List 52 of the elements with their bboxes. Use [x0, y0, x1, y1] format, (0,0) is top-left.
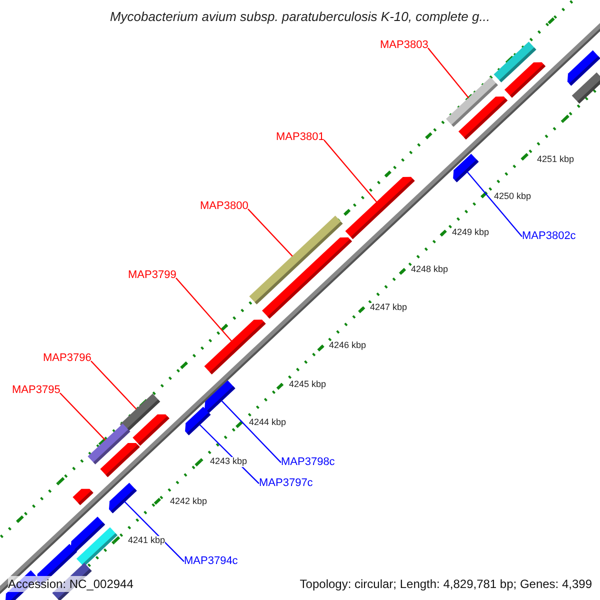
gene-label: MAP3795	[12, 384, 60, 396]
leader-line	[90, 360, 137, 410]
gene-block	[345, 176, 415, 240]
gene-label: MAP3798c	[281, 456, 335, 468]
leader-line	[324, 140, 378, 202]
gene-block	[458, 96, 508, 140]
gene-bar	[446, 77, 498, 127]
gene-block	[453, 154, 479, 182]
gene-bar	[76, 527, 118, 567]
leader-line	[176, 278, 232, 342]
leader-line	[248, 208, 293, 257]
gene-block	[132, 414, 170, 446]
position-label: 4246 kbp	[329, 341, 366, 351]
footer-text: Accession: NC_002944	[8, 576, 134, 592]
leader-line	[467, 172, 522, 237]
gene-block	[100, 442, 140, 478]
gene-label: MAP3797c	[259, 476, 313, 490]
gene-bar	[120, 394, 160, 432]
gene-label: MAP3802c	[522, 230, 576, 242]
gene-block	[504, 62, 546, 98]
leader-line	[124, 501, 184, 562]
title: Mycobacterium avium subsp. paratuberculosis K-10, complete g...	[108, 9, 492, 24]
gene-bar	[572, 72, 600, 104]
position-label: 4243 kbp	[210, 457, 248, 467]
gene-label: MAP3794c	[184, 554, 238, 568]
leader-line	[60, 392, 106, 441]
gene-label: MAP3801	[276, 130, 324, 144]
position-label: 4248 kbp	[411, 265, 448, 275]
position-label: 4245 kbp	[289, 380, 326, 390]
gene-label: MAP3799	[128, 268, 176, 282]
gene-bar	[494, 42, 536, 82]
gene-block	[108, 482, 137, 514]
leader-line	[221, 400, 282, 464]
gene-block	[204, 320, 266, 374]
gene-block	[204, 380, 236, 414]
position-label: 4244 kbp	[249, 418, 286, 428]
footer-text: Topology: circular; Length: 4,829,781 bp; Genes: 4,399	[300, 576, 592, 592]
position-label: 4251 kbp	[537, 155, 574, 165]
gene-label: MAP3796	[43, 352, 92, 364]
leader-line	[428, 48, 470, 98]
position-label: 4247 kbp	[370, 303, 408, 313]
gene-label: MAP3803	[380, 38, 428, 52]
position-label: 4249 kbp	[452, 228, 490, 238]
gene-block	[185, 406, 211, 436]
gene-block	[262, 237, 352, 319]
position-label: 4250 kbp	[494, 192, 532, 202]
gene-bar	[249, 216, 343, 304]
position-label: 4242 kbp	[170, 497, 208, 507]
gene-bar	[88, 424, 130, 464]
gene-label: MAP3800	[200, 200, 248, 212]
position-label: 4241 kbp	[128, 536, 166, 546]
gene-block	[72, 488, 94, 506]
